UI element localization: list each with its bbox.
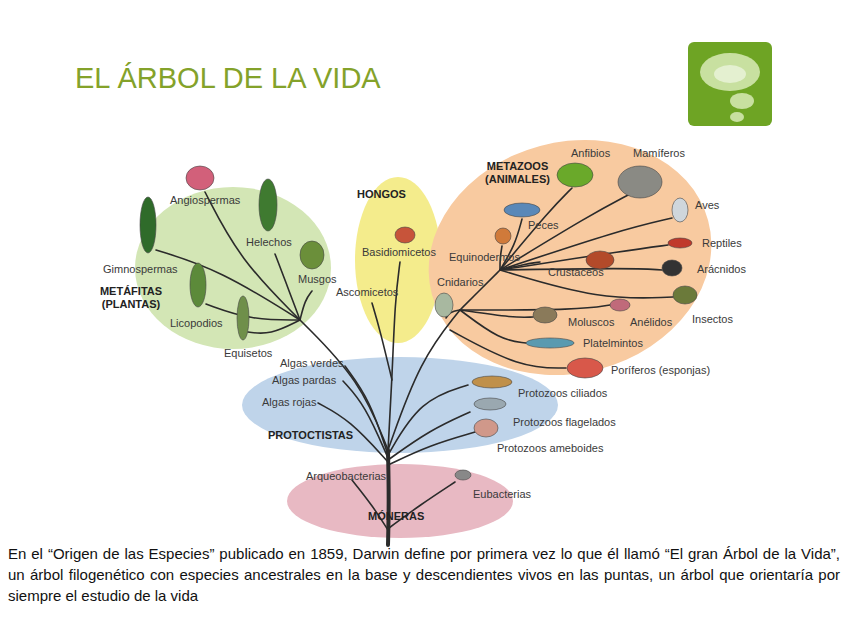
group-label: Licopodios: [170, 317, 223, 330]
organism-icon: [504, 203, 540, 217]
group-label: Crustáceos: [548, 266, 604, 279]
region-ellipse: [355, 177, 441, 343]
group-label: Reptiles: [702, 237, 742, 250]
region-ellipse: [287, 464, 513, 538]
group-label: Poríferos (esponjas): [611, 364, 710, 377]
group-region: HONGOSBasidiomicetosAscomicetos: [353, 175, 443, 345]
group-heading: HONGOS: [357, 188, 406, 201]
group-label: Anélidos: [630, 316, 672, 329]
caption-text: En el “Origen de las Especies” publicado…: [8, 543, 840, 606]
organism-icon: [395, 227, 415, 243]
organism-icon: [567, 358, 603, 378]
group-label: Basidiomicetos: [362, 246, 436, 259]
group-region: METAZOOS (ANIMALES) Anfibios MamíferosPece…: [425, 140, 715, 375]
group-label: Musgos: [298, 273, 337, 286]
organism-icon: [662, 260, 682, 276]
group-label: Equisetos: [224, 347, 272, 360]
group-label: Aves: [695, 199, 719, 212]
group-heading: METAZOOS (ANIMALES): [480, 160, 555, 186]
organism-icon: [557, 163, 593, 187]
organism-icon: [668, 238, 692, 248]
group-label: Platelmintos: [583, 337, 643, 350]
region-ellipse: [353, 175, 443, 345]
bubble-icon: [688, 42, 772, 126]
group-label: Algas verdes: [280, 357, 344, 370]
group-region: Algas verdesAlgas pardasAlgas rojasProto…: [240, 355, 560, 455]
organism-icon: [455, 470, 471, 480]
group-label: Arqueobacterias: [306, 470, 386, 483]
group-label: Algas pardas: [272, 374, 336, 387]
organism-icon: [673, 286, 697, 304]
group-label: Cnidarios: [437, 276, 483, 289]
group-heading: METÁFITAS (PLANTAS): [95, 285, 167, 311]
group-region: METÁFITAS (PLANTAS)AngiospermasHelechosG…: [133, 185, 333, 351]
group-region: ArqueobacteriasEubacteriasMÓNERAS: [285, 462, 515, 540]
group-label: Equinodermos: [449, 251, 520, 264]
region-ellipse: [242, 357, 558, 453]
group-label: Helechos: [246, 236, 292, 249]
organism-icon: [495, 228, 511, 244]
organism-icon: [237, 296, 249, 340]
group-label: Anfibios: [571, 147, 610, 160]
organism-icon: [435, 293, 453, 317]
group-label: Arácnidos: [697, 263, 746, 276]
organism-icon: [526, 338, 574, 348]
group-label: Gimnospermas: [103, 263, 178, 276]
group-label: Eubacterias: [473, 488, 531, 501]
group-label: Algas rojas: [262, 396, 316, 409]
organism-icon: [533, 307, 557, 323]
organism-icon: [474, 419, 498, 437]
organism-icon: [474, 398, 506, 410]
group-label: Angiospermas: [170, 194, 240, 207]
organism-icon: [259, 179, 277, 231]
group-label: Protozoos ameboides: [497, 442, 603, 455]
organism-icon: [190, 263, 206, 307]
page-title: EL ÁRBOL DE LA VIDA: [75, 60, 381, 96]
organism-icon: [618, 166, 662, 198]
organism-icon: [140, 197, 156, 253]
group-heading: MÓNERAS: [368, 510, 424, 523]
group-label: Protozoos ciliados: [518, 387, 607, 400]
group-label: Insectos: [692, 313, 733, 326]
organism-icon: [610, 299, 630, 311]
group-label: Ascomicetos: [336, 286, 398, 299]
organism-icon: [472, 376, 512, 388]
organism-icon: [186, 166, 214, 190]
group-label: Protozoos flagelados: [513, 416, 616, 429]
group-label: Peces: [528, 219, 559, 232]
group-label: Mamíferos: [633, 147, 685, 160]
group-heading: PROTOCTISTAS: [268, 429, 353, 442]
group-label: Moluscos: [568, 316, 614, 329]
organism-icon: [672, 198, 688, 222]
organism-icon: [300, 241, 324, 269]
